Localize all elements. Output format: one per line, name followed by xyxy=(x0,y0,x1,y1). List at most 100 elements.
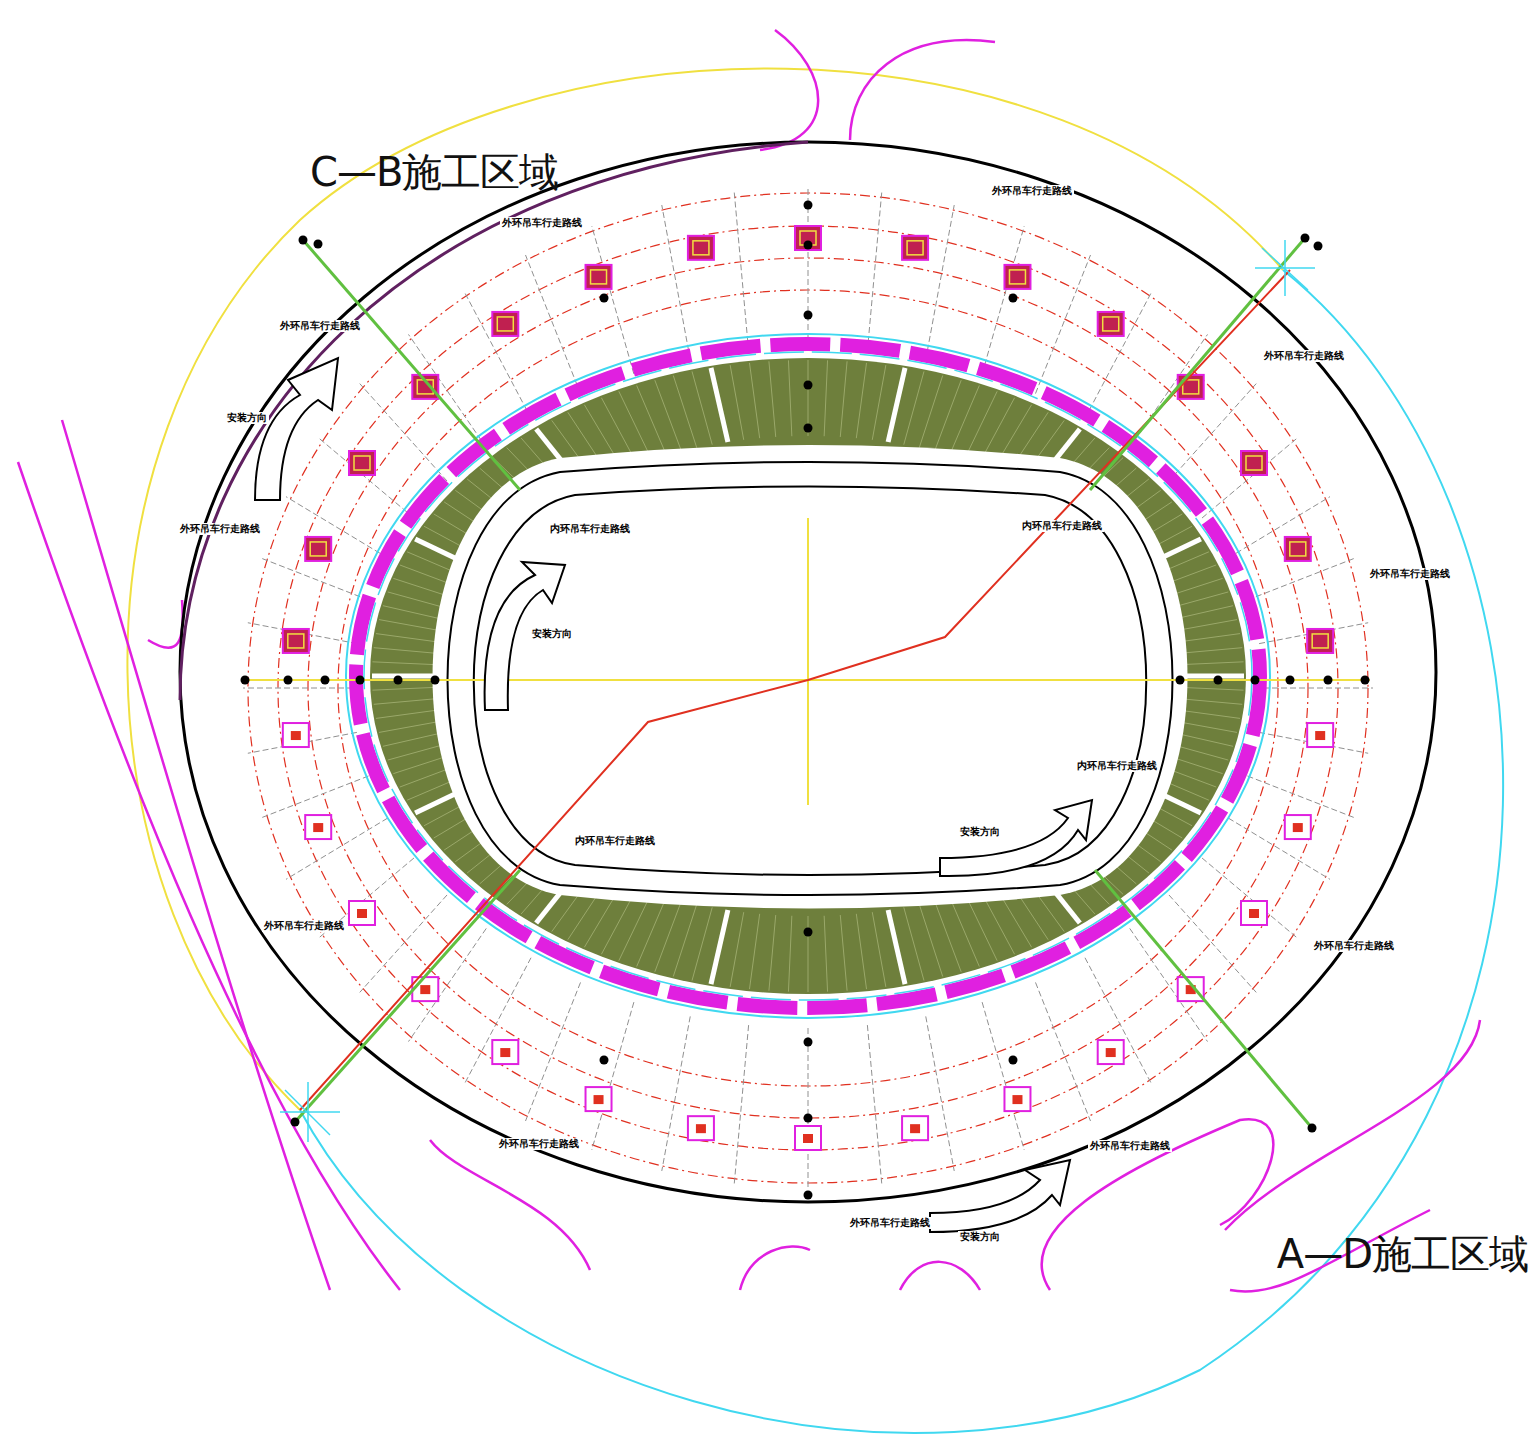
seat-line xyxy=(673,904,696,976)
grid-radial xyxy=(1228,497,1330,558)
control-point xyxy=(804,201,813,210)
seat-line xyxy=(769,915,776,991)
crane-pad xyxy=(420,985,430,994)
seat-line xyxy=(637,385,667,455)
crane-pad xyxy=(1004,1087,1030,1111)
note-label: 内环吊车行走路线 xyxy=(1020,520,1104,532)
crane-pad xyxy=(1103,317,1119,331)
crane-pad xyxy=(492,312,518,336)
note-label: 外环吊车行走路线 xyxy=(1312,940,1396,952)
seat-line xyxy=(730,912,744,987)
seat-hatch xyxy=(372,360,1244,992)
grid-ring xyxy=(278,226,1338,1150)
crane-pad xyxy=(305,815,331,839)
seat-line xyxy=(673,375,696,447)
crane-pad xyxy=(1009,270,1025,284)
control-point xyxy=(241,201,1370,1200)
crane-pad xyxy=(500,1048,510,1057)
axis xyxy=(807,518,809,805)
grid-radial xyxy=(286,497,388,558)
crane-pad xyxy=(1285,537,1311,561)
crane-pad xyxy=(1241,451,1267,475)
crane-pad xyxy=(1285,815,1311,839)
seat-line xyxy=(904,371,924,444)
crane-pad xyxy=(1004,265,1030,289)
grid-ring xyxy=(308,258,1308,1118)
control-point xyxy=(600,1056,609,1065)
seat-line xyxy=(711,368,728,442)
crane-pad xyxy=(1307,723,1333,747)
crane-pad xyxy=(283,723,309,747)
crane-pad xyxy=(1241,901,1267,925)
control-point xyxy=(321,676,330,685)
control-point xyxy=(804,241,813,250)
control-point xyxy=(1009,294,1018,303)
crane-pad xyxy=(795,226,821,250)
grid-radial xyxy=(1036,982,1091,1121)
note-label: 外环吊车行走路线 xyxy=(262,920,346,932)
crane-pad xyxy=(803,1134,813,1143)
crane-pad xyxy=(1178,977,1204,1001)
seat-line xyxy=(934,901,961,972)
grid-radial xyxy=(286,818,388,879)
control-point xyxy=(804,928,813,937)
seat-line xyxy=(730,365,744,440)
seat-line xyxy=(749,363,759,438)
grid-radial xyxy=(464,291,531,418)
grid-radial xyxy=(243,688,353,689)
seat-line xyxy=(619,391,652,459)
grid-radial xyxy=(734,1025,748,1184)
crane-pad xyxy=(1293,823,1303,832)
seat-line xyxy=(637,897,667,967)
crane-pad xyxy=(497,317,513,331)
control-point xyxy=(394,676,403,685)
seat-line xyxy=(655,901,682,972)
seat-line xyxy=(919,904,942,976)
crane-pad xyxy=(291,731,301,740)
structure-grid xyxy=(243,188,1373,1188)
crane-pad xyxy=(412,375,438,399)
grid-radial xyxy=(464,958,531,1085)
crane-pad xyxy=(688,236,714,260)
seat-line xyxy=(856,363,866,438)
crane-pad xyxy=(1098,312,1124,336)
control-point xyxy=(1286,676,1295,685)
seat-line xyxy=(749,914,759,989)
seat-line xyxy=(824,916,827,992)
control-point xyxy=(804,1191,813,1200)
grid-radial xyxy=(734,192,748,351)
crane-pad xyxy=(696,1124,706,1133)
control-point xyxy=(299,236,308,245)
note-label: 外环吊车行走路线 xyxy=(497,1138,581,1150)
crane-pad xyxy=(1178,375,1204,399)
control-point xyxy=(804,381,813,390)
crane-pad xyxy=(688,1116,714,1140)
note-label: 内环吊车行走路线 xyxy=(1075,760,1159,772)
grid-radial xyxy=(1130,928,1208,1041)
crane-pad xyxy=(902,1116,928,1140)
crane-pad xyxy=(349,901,375,925)
crane-road xyxy=(18,30,1480,1292)
seat-line xyxy=(919,375,942,447)
note-label: 安装方向 xyxy=(958,1231,1002,1243)
crane-pad xyxy=(902,236,928,260)
cyan-ring xyxy=(364,352,1252,1000)
control-point xyxy=(356,676,365,685)
pink-ring xyxy=(356,344,1260,1008)
crane-pad xyxy=(313,823,323,832)
outer-track xyxy=(180,142,1436,1202)
grid-radial xyxy=(1036,255,1091,394)
control-point xyxy=(804,1114,813,1123)
seat-line xyxy=(949,385,979,455)
note-label: 安装方向 xyxy=(530,628,574,640)
grid-radial xyxy=(1202,858,1297,938)
seat-line xyxy=(888,368,905,442)
control-point xyxy=(291,1118,300,1127)
grid-radial xyxy=(1228,818,1330,879)
crane-pad xyxy=(795,1126,821,1150)
note-label: 外环吊车行走路线 xyxy=(500,217,584,229)
grid-radial xyxy=(526,255,581,394)
seat-line xyxy=(904,907,924,980)
grid-radial xyxy=(1263,688,1373,689)
control-point xyxy=(1324,676,1333,685)
